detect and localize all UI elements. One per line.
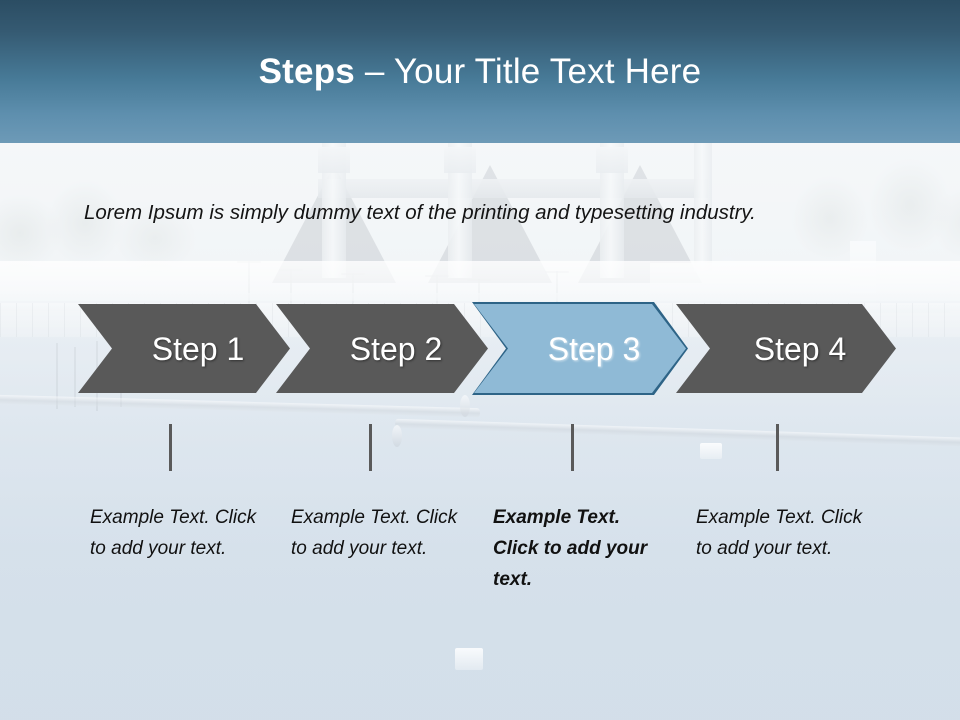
step-caption-4: Example Text. Click to add your text. xyxy=(696,507,863,559)
connector-line-2 xyxy=(369,424,372,471)
connector-line-3 xyxy=(571,424,574,471)
step-chevron-3[interactable]: Step 3 xyxy=(474,304,686,393)
step-chevron-1[interactable]: Step 1 xyxy=(78,304,290,393)
step-chevron-1-label: Step 1 xyxy=(151,330,245,367)
connector-line-1 xyxy=(169,424,172,471)
step-chevron-3-label: Step 3 xyxy=(547,330,641,367)
step-chevron-2-label: Step 2 xyxy=(349,330,443,367)
step-caption-1: Example Text. Click to add your text. xyxy=(90,507,257,559)
background-photo xyxy=(0,143,960,720)
step-chevron-4[interactable]: Step 4 xyxy=(676,304,896,393)
step-chevron-2[interactable]: Step 2 xyxy=(276,304,488,393)
steps-chevron-row: Step 1 Step 2 Step 3 Step 4 xyxy=(0,304,960,396)
page-title-rest: – Your Title Text Here xyxy=(354,52,702,91)
connector-line-4 xyxy=(776,424,779,471)
step-caption-2: Example Text. Click to add your text. xyxy=(291,507,458,559)
page-title-bold: Steps xyxy=(258,52,355,91)
background-wash-overlay xyxy=(0,143,960,720)
page-title: Steps – Your Title Text Here xyxy=(0,50,960,94)
lead-paragraph: Lorem Ipsum is simply dummy text of the … xyxy=(84,201,756,224)
step-chevron-4-label: Step 4 xyxy=(753,330,847,367)
step-caption-3: Example Text. Click to add your text. xyxy=(493,507,648,590)
title-banner: Steps – Your Title Text Here xyxy=(0,0,960,143)
